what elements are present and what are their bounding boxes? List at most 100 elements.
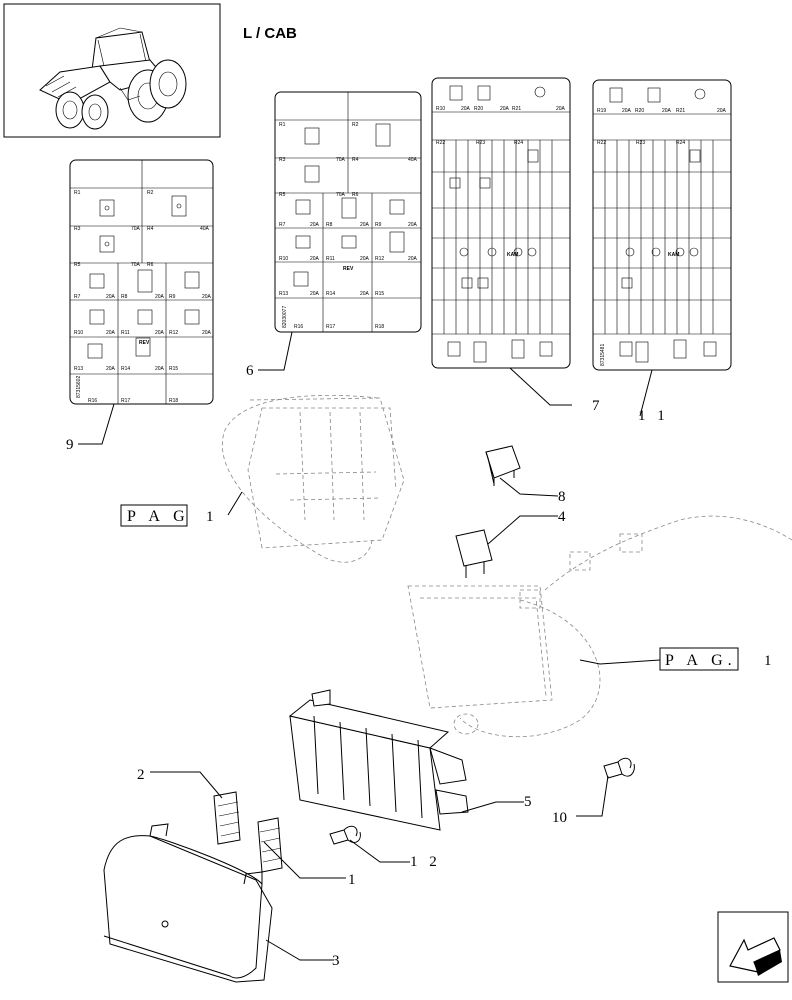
slot-label: R10 [436,106,445,112]
harness-ghost [407,515,792,738]
kam-label: KAM [668,252,679,258]
leader-lines [78,331,661,961]
callout-3: 3 [332,953,340,969]
slot-label: R23 [636,140,645,146]
callout-7: 7 [592,398,600,414]
slot-label: R7 [74,294,81,300]
slot-label: 20A [662,108,672,114]
slot-label: 20A [202,330,212,336]
callout-2: 2 [137,767,145,783]
connector-part-1 [257,817,283,873]
next-page-arrow-icon[interactable] [717,911,789,983]
slot-label: R24 [676,140,685,146]
slot-label: 20A [106,330,116,336]
page-ref-number[interactable]: 1 [764,653,772,669]
slot-label: R5 [74,262,81,268]
slot-label: R14 [121,366,130,372]
callout-5: 5 [524,794,532,810]
callout-4: 4 [558,509,566,525]
slot-label: 20A [106,294,116,300]
fuse-panel-7: R10 20A R20 20A R21 20A R22 R23 R24 KAM [431,77,571,369]
slot-label: R16 [294,324,303,330]
slot-label: R1 [279,122,286,128]
part-number: 87315481 [600,344,606,366]
slot-label: 20A [408,222,418,228]
tractor-thumbnail [3,3,221,138]
slot-label: 20A [461,106,471,112]
slot-label: R3 [74,226,81,232]
page-ref-left[interactable]: P A G 1 [120,504,214,527]
slot-label: 20A [556,106,566,112]
terminal-part-10 [603,757,635,779]
page-ref-right[interactable]: P A G. 1 [659,647,772,671]
slot-label: R6 [352,192,359,198]
callout-8: 8 [558,489,566,505]
slot-label: R22 [597,140,606,146]
slot-label: R13 [279,291,288,297]
slot-label: R4 [352,157,359,163]
slot-label: R8 [121,294,128,300]
slot-label: 20A [622,108,632,114]
slot-label: 40A [408,157,418,163]
callout-1: 1 [348,872,356,888]
part-number: 87315602 [76,376,82,398]
page-ref-label[interactable]: P A G. [665,652,737,669]
slot-label: R6 [147,262,154,268]
slot-label: R20 [474,106,483,112]
slot-label: 20A [310,291,320,297]
slot-label: 40A [200,226,210,232]
fuse-panel-11: R19 20A R20 20A R21 20A R22 R23 R24 KAM … [592,79,732,371]
slot-label: 20A [155,330,165,336]
slot-label: 20A [106,366,116,372]
slot-label: R3 [279,157,286,163]
relay-part-8 [485,445,521,486]
slot-label: R2 [147,190,154,196]
slot-label: R12 [375,256,384,262]
slot-label: R19 [597,108,606,114]
slot-label: R23 [476,140,485,146]
slot-label: 20A [360,256,370,262]
slot-label: R21 [676,108,685,114]
slot-label: 70A [131,226,141,232]
slot-label: R14 [326,291,335,297]
slot-label: R20 [635,108,644,114]
slot-label: R21 [512,106,521,112]
callout-6: 6 [246,363,254,379]
slot-label: R13 [74,366,83,372]
callout-11: 1 1 [638,408,669,424]
part-number: 82030077 [282,306,288,328]
rev-label: REV [139,340,150,346]
slot-label: 20A [155,294,165,300]
slot-label: R2 [352,122,359,128]
slot-label: R8 [326,222,333,228]
slot-label: R24 [514,140,523,146]
slot-label: R17 [121,398,130,404]
slot-label: R5 [279,192,286,198]
callout-10: 10 [552,810,567,826]
fuse-panel-9: R1 R2 R3 70A R4 40A R5 70A R6 R7 20A R8 … [69,159,214,405]
callout-9: 9 [66,437,74,453]
slot-label: 20A [310,222,320,228]
slot-label: R9 [375,222,382,228]
slot-label: R16 [88,398,97,404]
relay-base-part-5 [288,689,469,831]
slot-label: R1 [74,190,81,196]
slot-label: R22 [436,140,445,146]
connector-part-2 [213,791,241,845]
slot-label: 70A [131,262,141,268]
fuse-box-housing-ghost [221,394,405,563]
rev-label: REV [343,266,354,272]
slot-label: R15 [169,366,178,372]
page-ref-number[interactable]: 1 [206,509,214,525]
page-ref-label[interactable]: P A G [127,508,190,525]
slot-label: R17 [326,324,335,330]
slot-label: R9 [169,294,176,300]
slot-label: R12 [169,330,178,336]
slot-label: R11 [121,330,130,336]
slot-label: 20A [155,366,165,372]
slot-label: 70A [336,157,346,163]
slot-label: 20A [360,291,370,297]
slot-label: 70A [336,192,346,198]
section-title: L / CAB [243,25,297,42]
